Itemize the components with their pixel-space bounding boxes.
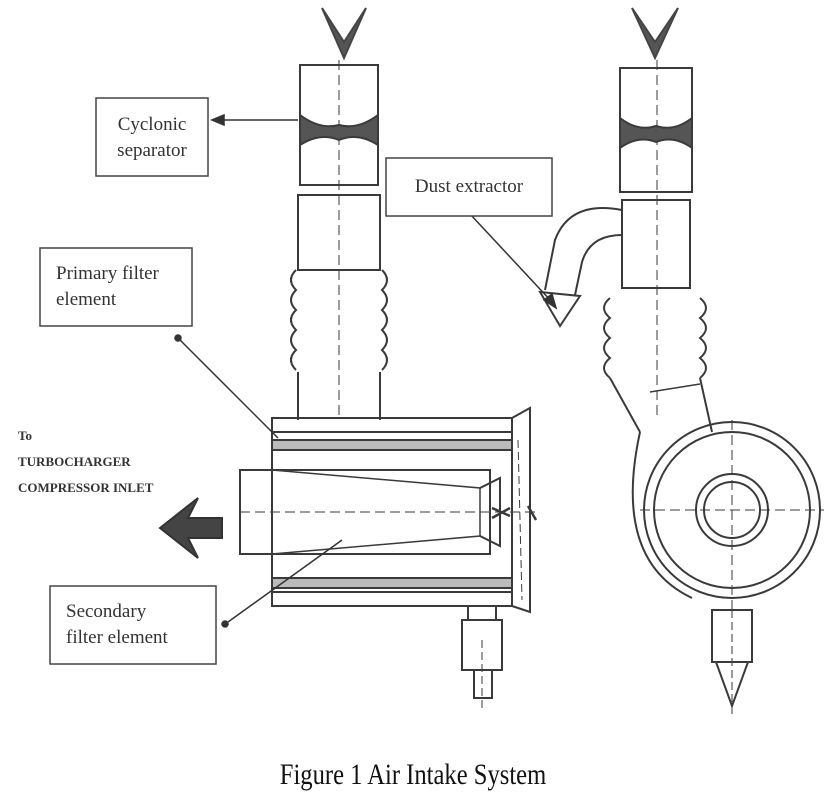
air-inflow-arrow-right: [631, 7, 679, 61]
svg-text:Secondary: Secondary: [66, 601, 147, 622]
side-view: [158, 7, 540, 712]
svg-text:Dust extractor: Dust extractor: [415, 176, 524, 197]
svg-text:element: element: [56, 289, 117, 310]
svg-text:TURBOCHARGER: TURBOCHARGER: [18, 454, 131, 469]
label-dust-extractor: Dust extractor: [385, 157, 553, 217]
air-intake-diagram: Cyclonic separator Dust extractor Primar…: [18, 7, 824, 715]
svg-text:To: To: [18, 428, 32, 443]
label-secondary-filter: Secondary filter element: [49, 585, 217, 665]
bellows-left: [290, 269, 388, 371]
svg-text:Cyclonic: Cyclonic: [118, 114, 187, 135]
label-primary-filter: Primary filter element: [39, 247, 193, 327]
svg-text:Primary filter: Primary filter: [56, 263, 160, 284]
svg-text:COMPRESSOR INLET: COMPRESSOR INLET: [18, 480, 154, 495]
end-view: [538, 7, 824, 715]
svg-text:filter element: filter element: [66, 627, 169, 648]
label-turbocharger-inlet: To TURBOCHARGER COMPRESSOR INLET: [18, 428, 154, 495]
cyclonic-vanes-left: [299, 113, 379, 147]
outflow-arrow: [158, 497, 223, 559]
leader-lines-right: [469, 213, 558, 310]
leader-lines-left: [174, 113, 343, 628]
figure-caption: Figure 1 Air Intake System: [279, 758, 547, 791]
air-inflow-arrow-left: [321, 7, 367, 61]
label-cyclonic-separator: Cyclonic separator: [95, 97, 209, 177]
dust-extractor-pipe: [544, 207, 623, 296]
svg-text:separator: separator: [117, 140, 187, 161]
